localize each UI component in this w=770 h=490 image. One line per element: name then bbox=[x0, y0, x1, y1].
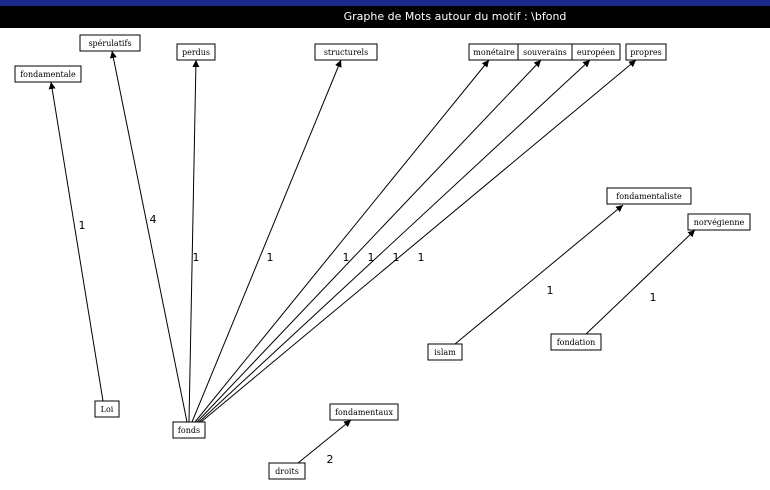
node-norvegienne[interactable]: norvégienne bbox=[687, 213, 751, 231]
node-label: fonds bbox=[178, 426, 200, 435]
node-label: structurels bbox=[324, 48, 368, 57]
edge-fonds-europeen bbox=[198, 59, 591, 423]
node-fonds[interactable]: fonds bbox=[172, 421, 206, 439]
node-box bbox=[172, 421, 206, 439]
edge-weight-fonds-monetaire: 1 bbox=[343, 251, 350, 264]
node-label: propres bbox=[630, 48, 662, 57]
edge-islam-fondamentaliste bbox=[454, 204, 624, 345]
node-sperulatifs[interactable]: spérulatifs bbox=[79, 34, 141, 52]
edge-fonds-propres bbox=[200, 59, 637, 423]
node-label: fondamentale bbox=[20, 70, 76, 79]
edge-weight-fonds-souverains: 1 bbox=[368, 251, 375, 264]
node-label: droits bbox=[275, 467, 299, 476]
node-box bbox=[550, 333, 602, 351]
node-label: souverains bbox=[523, 48, 567, 57]
node-box bbox=[606, 187, 692, 205]
node-souverains[interactable]: souverains bbox=[517, 43, 573, 61]
node-droits[interactable]: droits bbox=[268, 462, 306, 480]
node-label: fondamentaliste bbox=[616, 192, 682, 201]
edge-fonds-souverains bbox=[196, 59, 542, 423]
node-box bbox=[314, 43, 378, 61]
edge-loi-fondamentale bbox=[48, 81, 104, 402]
edge-weight-fondation-norvegienne: 1 bbox=[650, 291, 657, 304]
node-islam[interactable]: islam bbox=[427, 343, 463, 361]
node-propres[interactable]: propres bbox=[625, 43, 667, 61]
node-box bbox=[79, 34, 141, 52]
edge-fonds-monetaire bbox=[194, 59, 490, 423]
node-label: Loi bbox=[101, 405, 114, 414]
node-europeen[interactable]: européen bbox=[571, 43, 621, 61]
node-fondamentale[interactable]: fondamentale bbox=[14, 65, 82, 83]
edge-weight-loi-fondamentale: 1 bbox=[79, 219, 86, 232]
node-label: fondation bbox=[557, 338, 596, 347]
node-loi[interactable]: Loi bbox=[94, 400, 120, 418]
node-label: européen bbox=[577, 48, 615, 57]
edge-weight-fonds-europeen: 1 bbox=[393, 251, 400, 264]
edge-droits-fondamentaux bbox=[297, 419, 352, 464]
edge-weight-droits-fondamentaux: 2 bbox=[327, 453, 334, 466]
node-box bbox=[427, 343, 463, 361]
node-box bbox=[687, 213, 751, 231]
node-box bbox=[329, 403, 399, 421]
node-box bbox=[176, 43, 216, 61]
title-bar-accent bbox=[0, 0, 770, 6]
edge-fonds-perdus bbox=[188, 59, 200, 423]
node-label: perdus bbox=[182, 48, 210, 57]
node-fondamentaliste[interactable]: fondamentaliste bbox=[606, 187, 692, 205]
node-label: islam bbox=[434, 348, 456, 357]
word-graph: 1 4 1 1 1 1 1 1 1 1 2 fondamentale spérulatifs perdu… bbox=[14, 34, 751, 480]
edge-fonds-structurels bbox=[191, 59, 342, 423]
node-label: spérulatifs bbox=[88, 39, 131, 48]
node-box bbox=[14, 65, 82, 83]
node-fondamentaux[interactable]: fondamentaux bbox=[329, 403, 399, 421]
node-box bbox=[268, 462, 306, 480]
title-bar: Graphe de Mots autour du motif : \bfond bbox=[0, 0, 770, 28]
edge-fondation-norvegienne bbox=[585, 229, 696, 335]
node-fondation[interactable]: fondation bbox=[550, 333, 602, 351]
edge-weight-fonds-structurels: 1 bbox=[267, 251, 274, 264]
node-box bbox=[94, 400, 120, 418]
node-label: monétaire bbox=[473, 48, 515, 57]
edge-weight-fonds-sperulatifs: 4 bbox=[150, 213, 157, 226]
node-label: norvégienne bbox=[694, 218, 745, 227]
edge-weight-fonds-perdus: 1 bbox=[193, 251, 200, 264]
edge-weight-islam-fondamentaliste: 1 bbox=[547, 284, 554, 297]
node-label: fondamentaux bbox=[335, 408, 393, 417]
node-monetaire[interactable]: monétaire bbox=[468, 43, 520, 61]
node-box bbox=[625, 43, 667, 61]
window-title: Graphe de Mots autour du motif : \bfond bbox=[343, 10, 567, 23]
edge-weight-fonds-propres: 1 bbox=[418, 251, 425, 264]
edge-fonds-sperulatifs bbox=[109, 50, 188, 423]
node-box bbox=[571, 43, 621, 61]
node-structurels[interactable]: structurels bbox=[314, 43, 378, 61]
node-perdus[interactable]: perdus bbox=[176, 43, 216, 61]
